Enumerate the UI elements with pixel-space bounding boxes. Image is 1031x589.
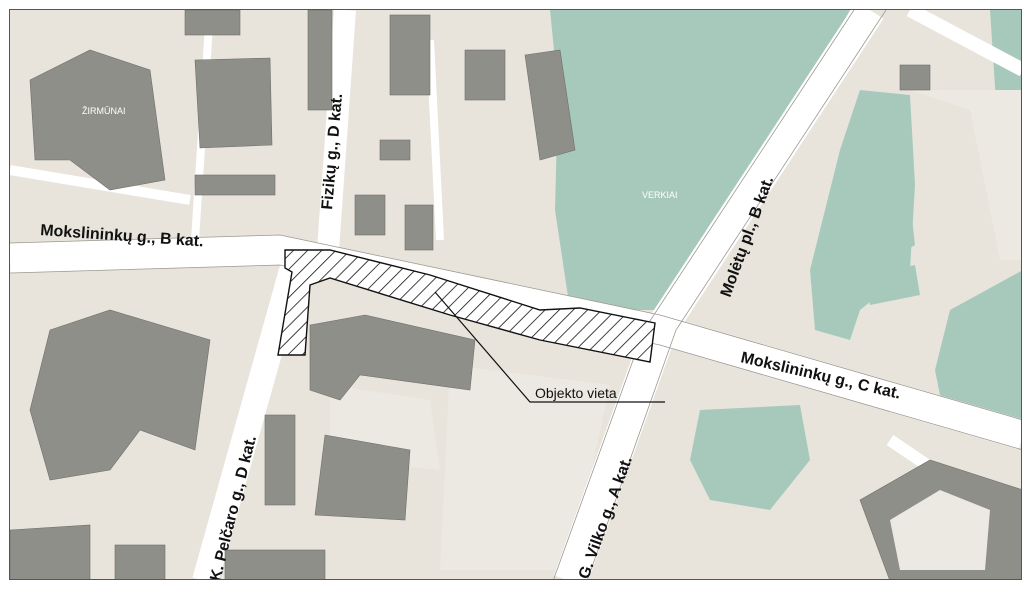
map-canvas[interactable]: Objekto vieta Mokslininkų g., B kat. Fiz…: [10, 10, 1022, 580]
callout-label: Objekto vieta: [535, 385, 617, 401]
object-callout: Objekto vieta: [434, 291, 665, 403]
area-label-verkiai: VERKIAI: [642, 190, 678, 200]
courtyard: [890, 490, 990, 570]
area-label-zirmunai: ŽIRMŪNAI: [82, 106, 126, 116]
map-frame: Objekto vieta Mokslininkų g., B kat. Fiz…: [9, 9, 1022, 580]
land-zones: [330, 90, 1021, 570]
object-hatched-area[interactable]: [277, 249, 656, 363]
